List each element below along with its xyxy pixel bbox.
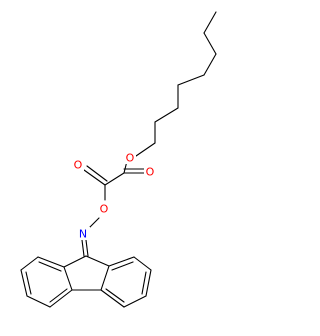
right-ring-bond-2 bbox=[133, 256, 152, 271]
chain-bond-1 bbox=[203, 11, 217, 34]
carbonyl-oxygen-right-atom: O bbox=[146, 166, 155, 179]
carbonyl-oxygen-left-label-bg bbox=[72, 158, 84, 171]
oxime-o-to-n-bond bbox=[88, 217, 100, 229]
oxime-oxygen-atom: O bbox=[100, 203, 109, 216]
chain-bond-2 bbox=[203, 32, 217, 55]
five-ring-bond-1 bbox=[85, 255, 110, 267]
right-ring-bond-1b bbox=[111, 261, 134, 271]
left-ring-bond-5b bbox=[49, 288, 68, 303]
imine-double-bond-a bbox=[85, 239, 89, 257]
left-ring-bond-4 bbox=[26, 295, 51, 308]
right-ring-bond-5b bbox=[105, 288, 125, 303]
ester-oxygen-label: O bbox=[124, 151, 136, 165]
left-ring-bond-2 bbox=[20, 256, 39, 271]
oxalate-core bbox=[83, 142, 156, 229]
structure-canvas: O O O O N bbox=[20, 11, 217, 308]
five-ring-bond-3 bbox=[100, 265, 110, 291]
right-ring-bond-1 bbox=[108, 256, 135, 267]
octyl-chain bbox=[154, 11, 217, 144]
ester-o-to-methylene-bond bbox=[135, 142, 156, 157]
ester-oxygen-label-bg bbox=[124, 151, 136, 164]
carbonyl-oxygen-right-label: O bbox=[144, 165, 156, 179]
imine-nitrogen-label-bg bbox=[77, 227, 90, 240]
chain-bond-4 bbox=[177, 74, 205, 86]
atom-labels: O O O O N bbox=[72, 151, 156, 241]
right-ring-bond-5 bbox=[100, 289, 125, 308]
left-ring-bond-3b bbox=[25, 271, 32, 295]
imine-bond bbox=[81, 239, 89, 257]
carbonyl-oxygen-right-label-bg bbox=[144, 165, 156, 178]
left-ring-bond-1b bbox=[38, 261, 62, 272]
five-ring-bond-2 bbox=[63, 255, 87, 268]
imine-nitrogen-label: N bbox=[77, 227, 90, 241]
right-ring-bond-4 bbox=[123, 295, 147, 308]
carbonyl-oxygen-left-atom: O bbox=[74, 159, 83, 172]
molecule-drawing: O O O O N bbox=[20, 11, 217, 308]
oxime-oxygen-label: O bbox=[98, 202, 110, 216]
ester-oxygen-atom: O bbox=[126, 152, 135, 165]
imine-nitrogen-atom: N bbox=[79, 228, 87, 241]
carbonyl-left-double-bond-b bbox=[86, 165, 108, 182]
carbonyl-left-double-bond-a bbox=[83, 169, 106, 186]
imine-double-bond-b bbox=[81, 239, 85, 257]
left-ring-bond-3 bbox=[20, 269, 28, 297]
right-ring-bond-3b bbox=[141, 271, 147, 295]
carbonyl-carbonyl-bond bbox=[104, 172, 125, 186]
fluorene-ring bbox=[20, 255, 152, 308]
chain-bond-3 bbox=[203, 53, 217, 76]
left-ring-bond-1 bbox=[37, 256, 65, 268]
chain-bond-6 bbox=[154, 107, 179, 123]
five-ring-bond-4 bbox=[63, 266, 73, 291]
carbonyl-oxygen-left-label: O bbox=[72, 158, 84, 172]
left-ring-bond-5 bbox=[49, 289, 73, 308]
oxime-oxygen-label-bg bbox=[98, 202, 110, 215]
right-ring-bond-3 bbox=[145, 269, 152, 297]
